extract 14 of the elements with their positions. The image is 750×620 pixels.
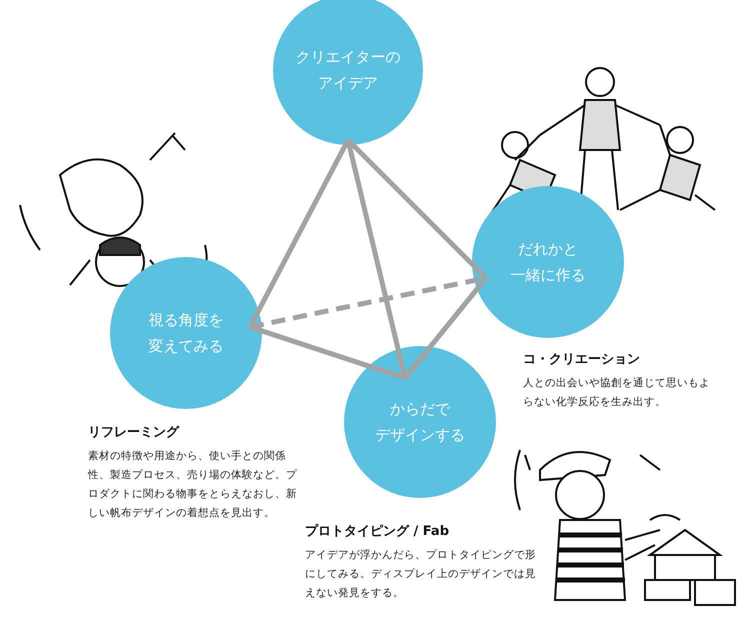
circle-label: 視る角度を変えてみる xyxy=(148,310,224,357)
section-description: 素材の特徴や用途から、使い手との関係性、製造プロセス、売り場の体験など。プロダクトに関わる物事をとらえなおし、新しい帆布デザインの着想点を見出す。 xyxy=(88,449,298,521)
section-description: アイデアが浮かんだら、プロトタイピングで形にしてみる。ディスプレイ上のデザインでは見えない発見をする。 xyxy=(305,548,537,601)
tetrahedron-edge xyxy=(248,138,350,328)
section-heading: リフレーミング xyxy=(88,424,180,442)
tetrahedron-edge xyxy=(346,138,488,280)
section-heading: プロトタイピング / Fab xyxy=(305,522,450,541)
tetrahedron-edge xyxy=(403,276,488,380)
section-heading: コ・クリエーション xyxy=(523,351,641,369)
tetrahedron-edge xyxy=(249,324,406,380)
circle-label: クリエイターのアイデア xyxy=(296,47,400,94)
circle-label: からだでデザインする xyxy=(375,399,465,446)
section-description: 人との出会いや協創を通じて思いもよらない化学反応を生み出す。 xyxy=(523,376,711,410)
circle-label: だれかと一緒に作る xyxy=(510,239,586,286)
